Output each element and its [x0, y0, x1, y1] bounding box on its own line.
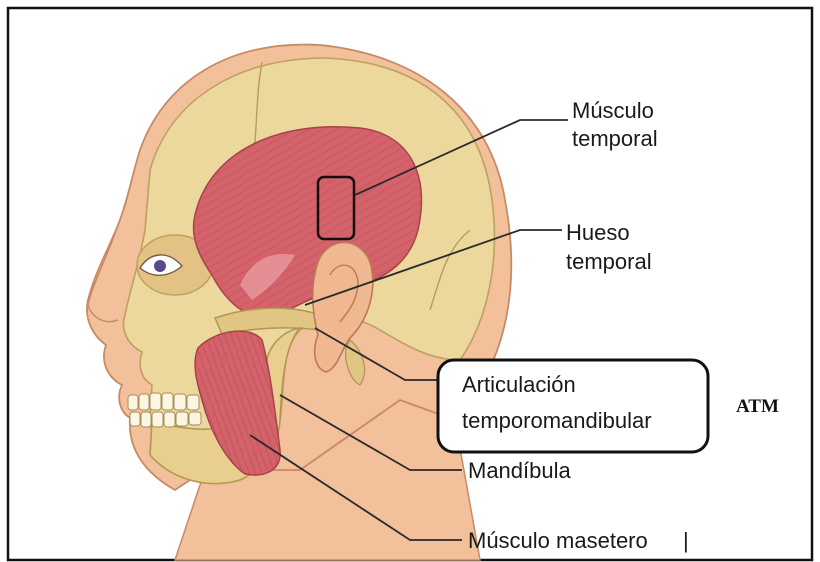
label-atm: ATM — [736, 396, 779, 417]
eye-iris — [154, 260, 166, 272]
label-temporal-bone: temporal — [566, 249, 652, 274]
label-hueso: Hueso — [566, 220, 630, 245]
label-temporomandibular: temporomandibular — [462, 408, 652, 433]
label-musculo: Músculo — [572, 98, 654, 123]
label-musculo-masetero: Músculo masetero — [468, 528, 648, 553]
label-temporal-muscle: temporal — [572, 126, 658, 151]
label-masetero-mark: | — [683, 528, 689, 553]
label-mandibula: Mandíbula — [468, 458, 572, 483]
label-articulacion: Articulación — [462, 372, 576, 397]
